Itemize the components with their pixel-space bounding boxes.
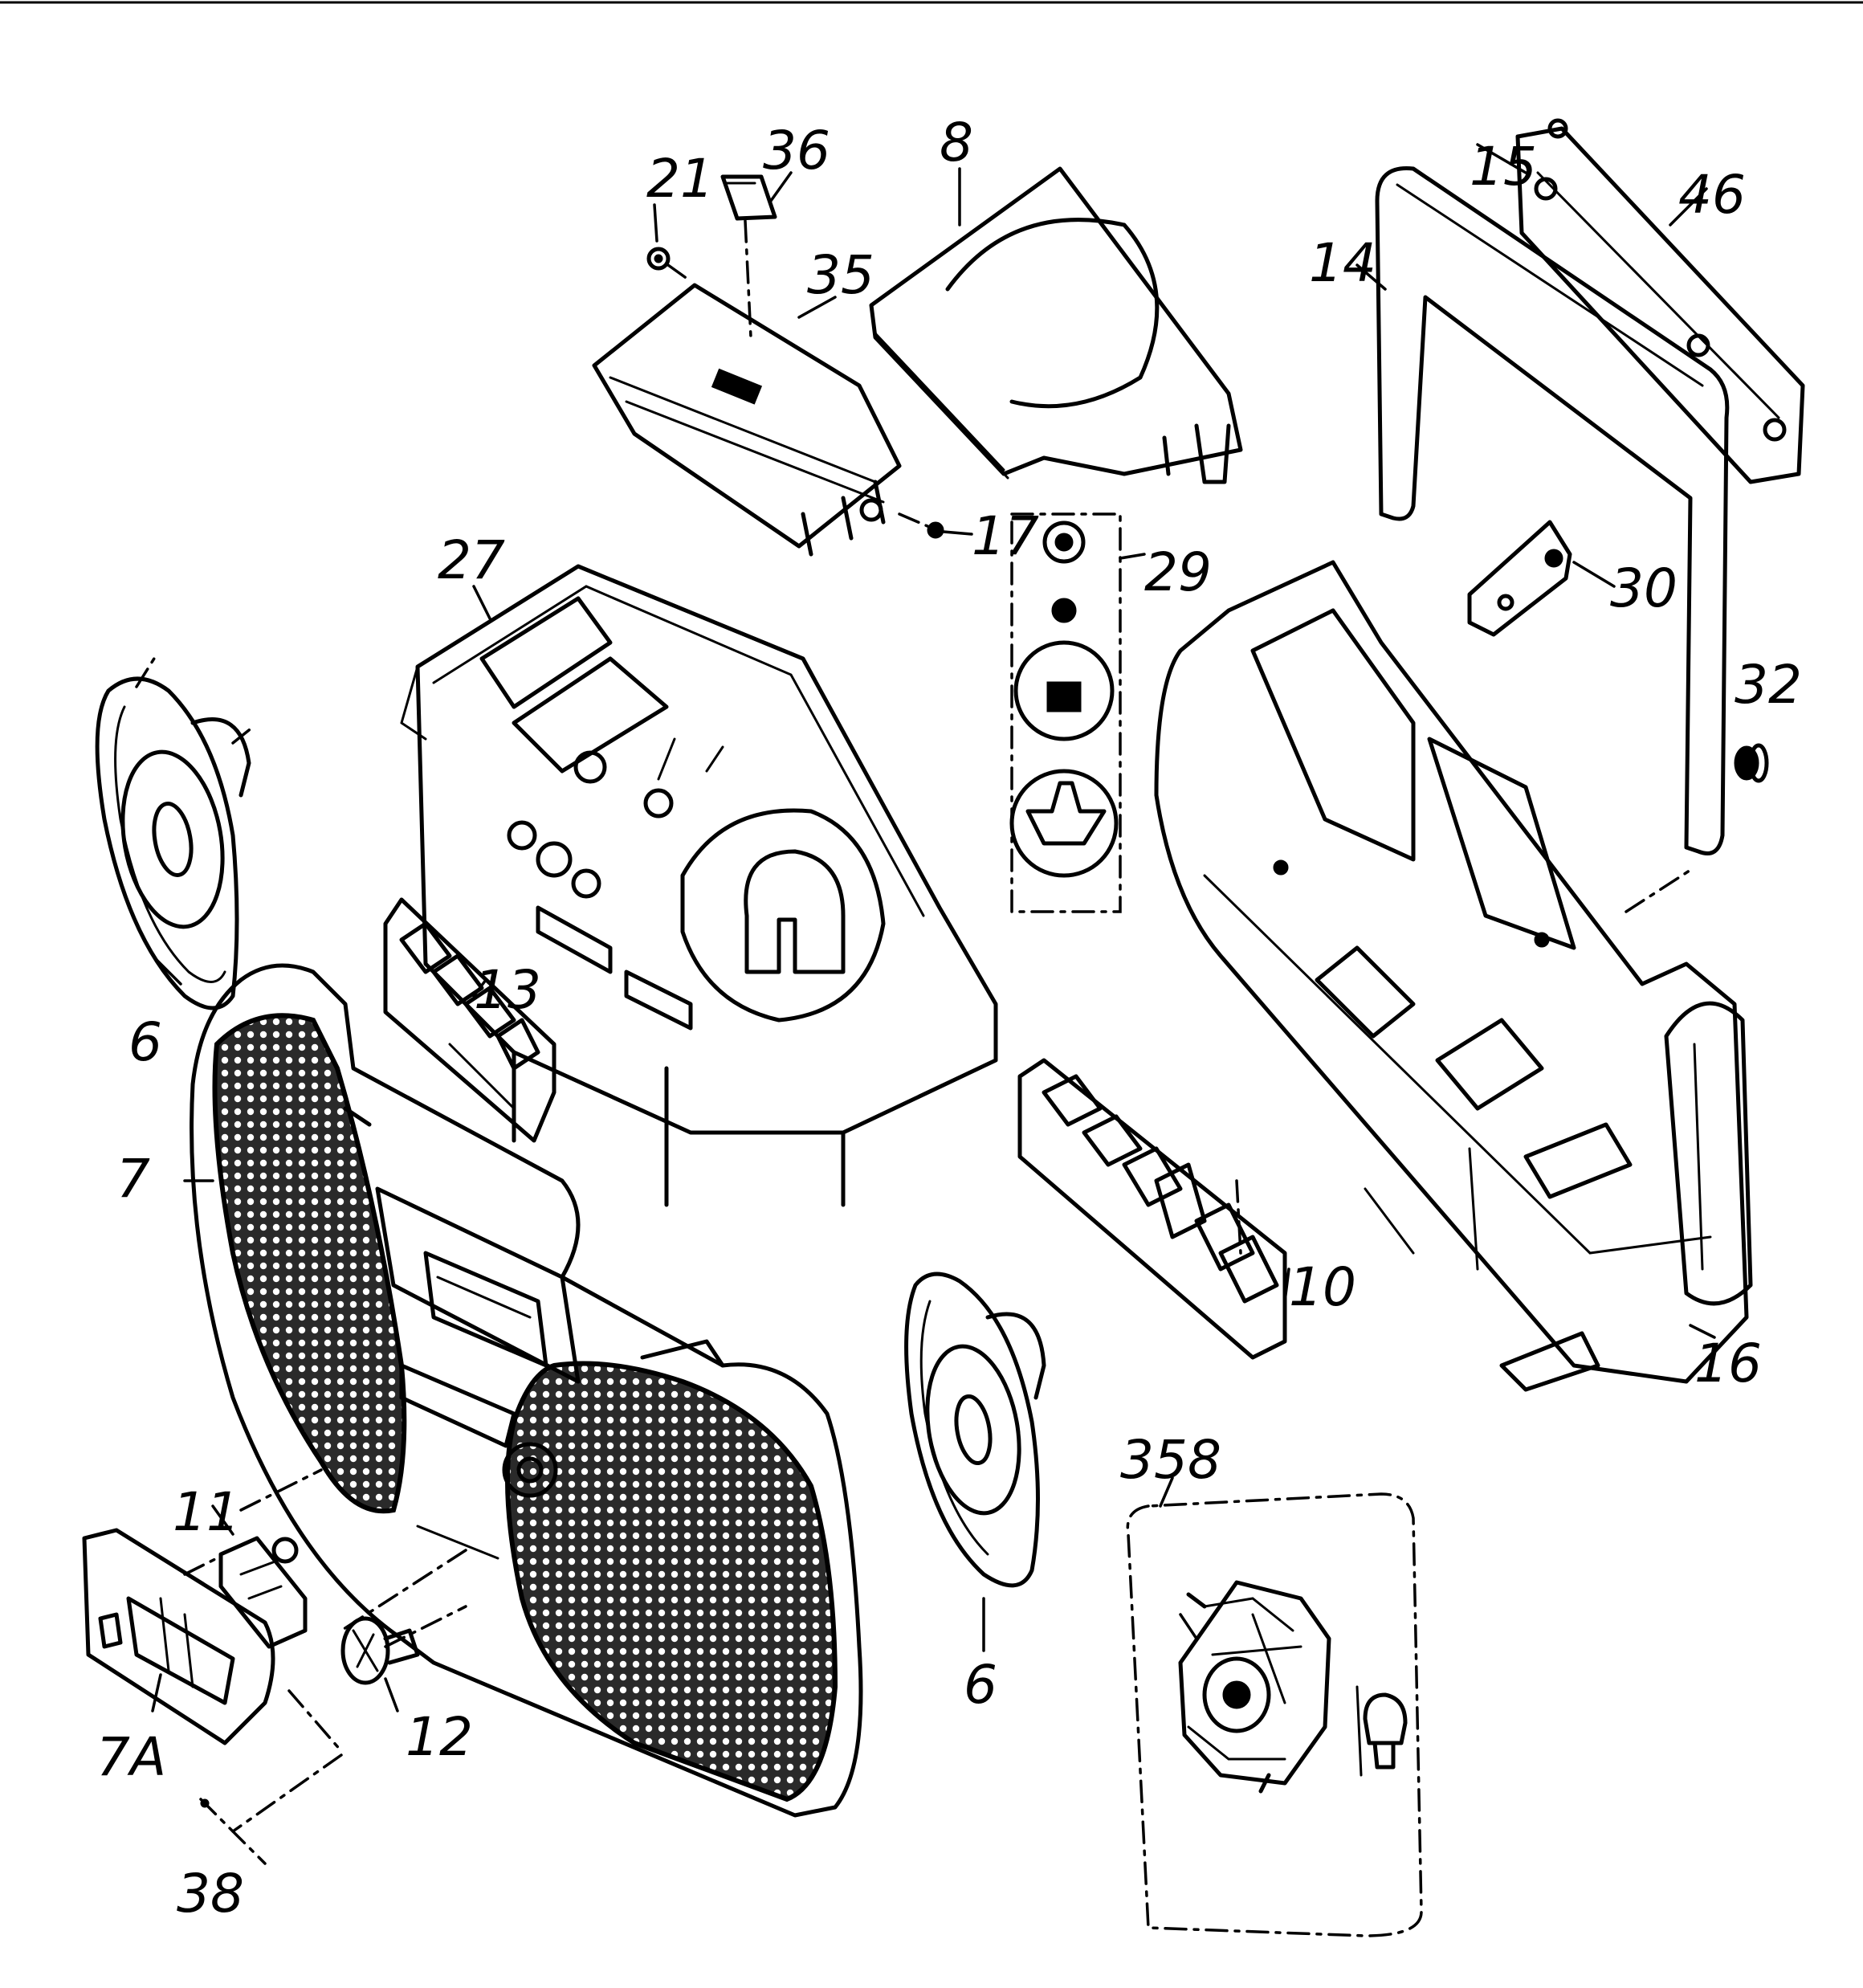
part-7-front-cabinet [190,963,863,1818]
part-6-speaker-right [904,1272,1046,1588]
leader-10 [1235,1179,1242,1255]
part-13-button-panel [383,897,556,1143]
callout-30: 30 [1610,557,1678,619]
callout-12: 12 [406,1706,473,1768]
leader-11b [183,1557,218,1576]
leader-16-handle [1625,866,1696,913]
right-speaker-grille [505,1361,838,1802]
callout-15: 15 [1470,136,1537,198]
part-12-knob [340,1616,420,1685]
callout-38: 38 [177,1863,244,1925]
part-7A-window-lens [82,1528,275,1745]
left-speaker-grille [212,1013,407,1514]
callout-16: 16 [1694,1333,1762,1394]
callout-leaders [151,143,1716,1712]
callout-7: 7 [116,1148,150,1210]
leader-12 [384,1605,467,1648]
part-21-screw [646,247,692,283]
part-11-switch [218,1536,308,1649]
part-17-screw [898,512,944,539]
callout-8: 8 [940,112,973,173]
part-8-cd-lid [869,166,1243,484]
callout-46: 46 [1678,164,1746,226]
part-16-rear-cabinet [1154,560,1753,1392]
callout-27: 27 [438,529,505,591]
part-36-button [720,174,777,221]
callout-36: 36 [763,120,830,182]
callout-14: 14 [1309,232,1376,294]
callout-21: 21 [646,148,714,210]
callout-6-left: 6 [128,1011,162,1073]
leader-11 [239,1468,323,1512]
part-10-button-row [1017,1058,1287,1360]
callout-10: 10 [1289,1256,1356,1318]
part-358-cd-mechanism [1126,1492,1423,1937]
callout-35: 35 [807,244,874,306]
part-6-speaker-left [95,653,255,1010]
callout-labels: 21 36 8 35 15 46 14 27 17 29 30 32 6 13 … [96,112,1802,1925]
part-46-handle-bracket [1515,118,1805,484]
callout-32: 32 [1735,654,1802,716]
part-30-bracket [1467,520,1572,637]
part-14-handle [1375,166,1730,855]
part-32-screw [1734,743,1769,783]
callout-13: 13 [474,959,541,1021]
callout-17: 17 [972,505,1039,567]
callout-11: 11 [173,1481,240,1543]
callout-7A: 7A [96,1726,166,1788]
part-29-gear-assembly [1009,512,1122,913]
part-38-leaders [199,1549,467,1865]
callout-6-right: 6 [964,1654,997,1716]
part-35-cassette-door [592,283,902,557]
callout-29: 29 [1144,541,1212,603]
callout-358: 358 [1120,1429,1221,1491]
part-27-chassis [400,564,998,1207]
